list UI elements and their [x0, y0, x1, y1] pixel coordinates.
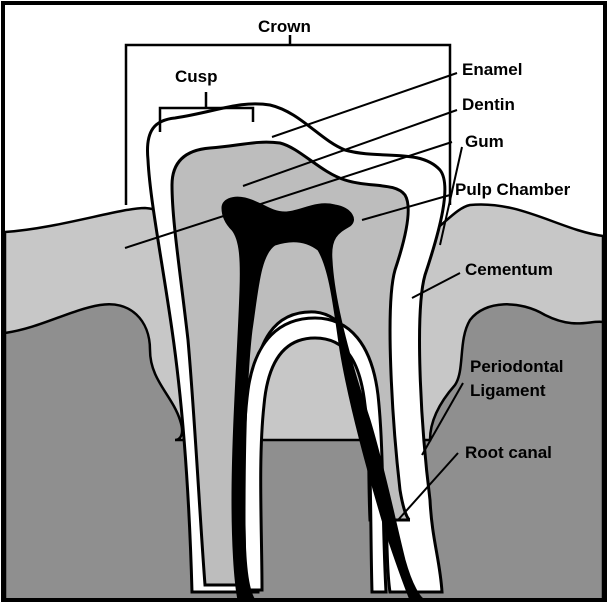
- enamel-label: Enamel: [462, 60, 522, 79]
- pulp-chamber-label: Pulp Chamber: [455, 180, 571, 199]
- periodontal-label-line1: Periodontal: [470, 357, 564, 376]
- periodontal-label-line2: Ligament: [470, 381, 546, 400]
- cusp-label: Cusp: [175, 67, 218, 86]
- root-canal-label: Root canal: [465, 443, 552, 462]
- gum-label: Gum: [465, 132, 504, 151]
- cementum-label: Cementum: [465, 260, 553, 279]
- crown-label: Crown: [258, 17, 311, 36]
- dentin-label: Dentin: [462, 95, 515, 114]
